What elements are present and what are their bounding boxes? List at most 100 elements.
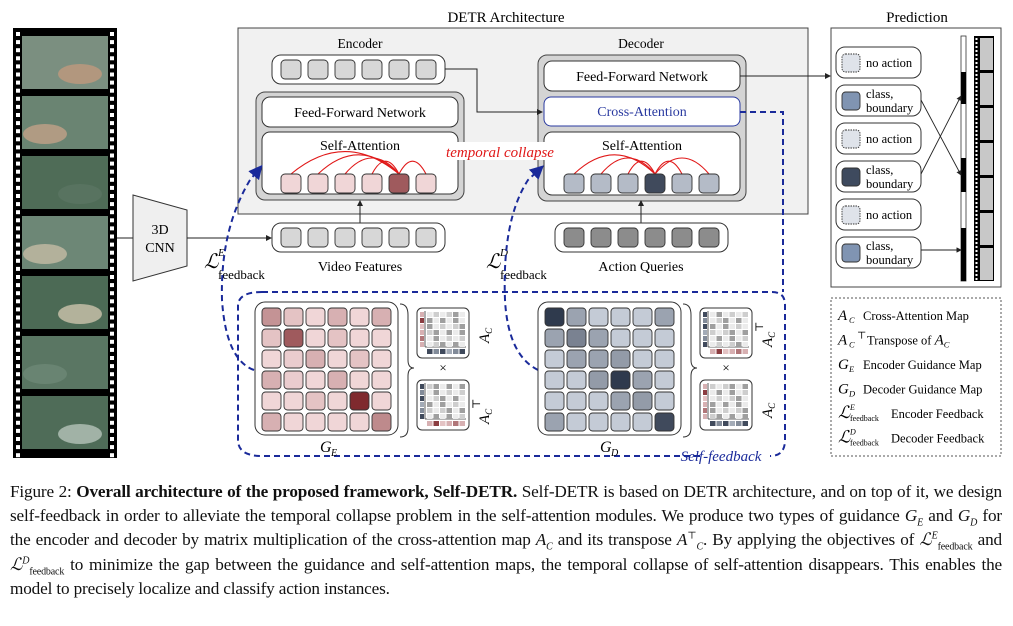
thumbnail-cell [427, 342, 433, 347]
token [388, 59, 410, 80]
thumbnail-bottom-token [716, 349, 722, 354]
thumbnail-cell [446, 324, 452, 329]
sprocket-hole [110, 445, 114, 450]
prediction-label: class, [866, 163, 893, 177]
sprocket-hole [110, 234, 114, 239]
thumbnail-bottom-token [459, 421, 465, 426]
sprocket-hole [110, 210, 114, 215]
mini-film-hole [975, 106, 978, 108]
sprocket-hole [110, 194, 114, 198]
guidance-cell [305, 349, 326, 369]
thumbnail-bottom-token [453, 421, 459, 426]
thumbnail-cell [427, 312, 433, 317]
attention-arc [317, 154, 400, 175]
thumbnail-cell [723, 402, 729, 407]
sprocket-hole [110, 145, 114, 150]
thumbnail-cell [459, 384, 465, 389]
sprocket-hole [110, 64, 114, 69]
timeline-action-segment [961, 158, 966, 192]
sprocket-hole [16, 428, 20, 433]
attention-token [698, 173, 720, 194]
sprocket-hole [16, 404, 20, 409]
caption-label: Figure 2: [10, 482, 72, 501]
svg-text:G: G [600, 439, 612, 456]
thumbnail-cell [446, 402, 452, 407]
guidance-cell [588, 349, 609, 369]
prediction-label: class, [866, 87, 893, 101]
guidance-cell [371, 328, 392, 348]
encoder-title: Encoder [338, 36, 383, 51]
mini-film-hole [975, 162, 978, 164]
guidance-cell [544, 349, 565, 369]
thumbnail-cell [440, 408, 446, 413]
sprocket-hole [16, 185, 20, 190]
thumbnail-cell [716, 384, 722, 389]
legend-symbol: A [837, 308, 848, 324]
guidance-cell [283, 349, 304, 369]
prediction-label: boundary [866, 101, 914, 115]
mini-film-hole [975, 274, 978, 276]
thumbnail-cell [453, 384, 459, 389]
attention-token [617, 173, 639, 194]
prediction-query-token [841, 91, 861, 111]
token [388, 227, 410, 248]
thumbnail-side-token [420, 390, 424, 395]
guidance-cell [283, 328, 304, 348]
thumbnail-cell [736, 330, 742, 335]
sprocket-hole [110, 258, 114, 263]
ac-transpose-label: AC⊤ [471, 398, 494, 425]
thumbnail-cell [710, 324, 716, 329]
guidance-cell [610, 307, 631, 327]
sprocket-hole [110, 121, 114, 126]
thumbnail-cell [716, 414, 722, 419]
thumbnail-cell [453, 318, 459, 323]
guidance-cell [610, 328, 631, 348]
guidance-cell [327, 370, 348, 390]
decoder-cross-attention-label: Cross-Attention [597, 105, 686, 120]
attention-token [415, 173, 437, 194]
mini-film-hole [975, 138, 978, 140]
thumbnail-cell [446, 336, 452, 341]
thumbnail-side-token [703, 324, 707, 329]
thumbnail-cell [729, 408, 735, 413]
mini-film-hole [975, 210, 978, 212]
thumbnail-cell [440, 390, 446, 395]
guidance-cell [654, 370, 675, 390]
thumbnail-cell [729, 318, 735, 323]
thumbnail-cell [427, 390, 433, 395]
thumbnail-cell [440, 330, 446, 335]
guidance-cell [349, 328, 370, 348]
mini-film-hole [975, 186, 978, 188]
svg-text:E: E [217, 247, 225, 259]
sprocket-hole [110, 364, 114, 369]
sprocket-hole [16, 420, 20, 425]
mini-film-hole [975, 246, 978, 248]
guidance-cell [261, 412, 282, 432]
thumbnail-cell [459, 312, 465, 317]
thumbnail-cell [427, 330, 433, 335]
legend-symbol: ℒ [838, 403, 851, 422]
thumbnail-cell [736, 396, 742, 401]
thumbnail-bottom-token [440, 349, 446, 354]
mini-film-hole [975, 70, 978, 72]
encoder-self-attention-label: Self-Attention [320, 139, 400, 154]
thumbnail-cell [440, 336, 446, 341]
guidance-cell [654, 307, 675, 327]
thumbnail-cell [433, 384, 439, 389]
prediction-query-token [841, 53, 861, 73]
thumbnail-cell [710, 330, 716, 335]
ge-label: G E [320, 439, 337, 459]
svg-text:G: G [320, 439, 332, 456]
self-feedback-label: Self-feedback [681, 449, 762, 465]
thumbnail-cell [446, 390, 452, 395]
token [334, 227, 356, 248]
guidance-cell [544, 391, 565, 411]
decoder-ffn-label: Feed-Forward Network [576, 70, 708, 85]
sprocket-hole [110, 80, 114, 85]
thumbnail-cell [710, 408, 716, 413]
thumbnail-side-token [703, 336, 707, 341]
thumbnail-cell [427, 336, 433, 341]
timeline-action-segment [961, 72, 966, 104]
sprocket-hole [110, 153, 114, 158]
